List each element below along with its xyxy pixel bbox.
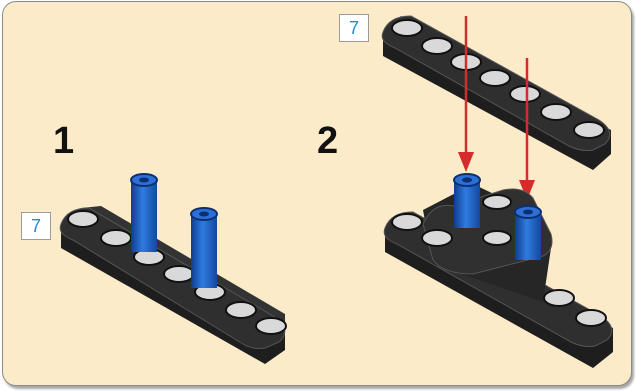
step-2-top-beam xyxy=(381,15,611,170)
step-2-arrow-right xyxy=(519,58,535,200)
step-2-arrow-left xyxy=(458,16,474,172)
lego-illustration xyxy=(59,15,613,368)
step-1-pin-left xyxy=(130,173,158,252)
step-1-number: 1 xyxy=(53,120,75,162)
step-1-pin-right xyxy=(190,207,218,288)
step-1-quantity-box: 7 xyxy=(21,212,51,240)
step-2-pin-left xyxy=(453,173,481,228)
step-2-quantity-box: 7 xyxy=(339,14,369,42)
step-2-number: 2 xyxy=(317,120,339,162)
step-2-lower-assembly xyxy=(383,184,613,368)
instruction-panel: 1 7 2 7 xyxy=(2,1,632,386)
step-1-beam xyxy=(59,206,287,364)
step-2-pin-right xyxy=(514,205,542,260)
